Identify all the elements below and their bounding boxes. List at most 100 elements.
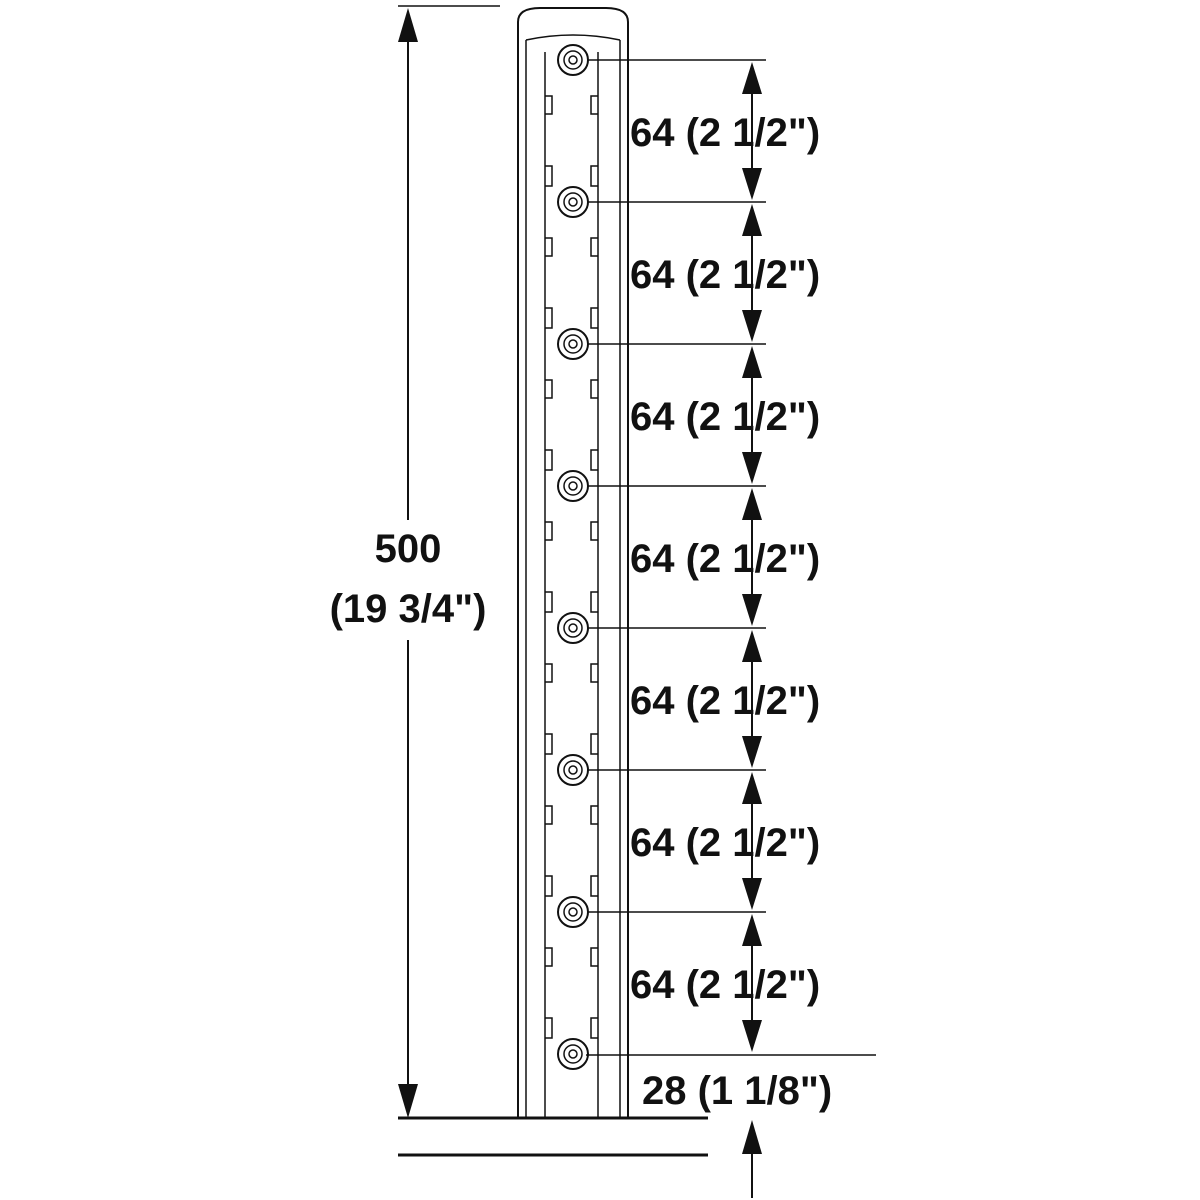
- post-outline: [517, 7, 629, 1118]
- arrow-down-icon: [742, 310, 762, 342]
- spacing-dimensions: 64 (2 1/2") 64 (2 1/2") 64 (2 1/2") 64 (2 1…: [588, 59, 820, 1052]
- hole-series: [545, 44, 598, 1070]
- mounting-hole: [557, 1038, 589, 1070]
- slot-right-notch: [590, 591, 598, 613]
- post-body: [517, 7, 629, 1118]
- slot-left-notch: [545, 521, 553, 541]
- slot-left-notch: [545, 733, 553, 755]
- hole-center: [568, 907, 578, 917]
- slot-right-notch: [590, 307, 598, 329]
- mounting-hole: [557, 328, 589, 360]
- hole-outer-ring: [557, 328, 589, 360]
- bottom-offset-label: 28 (1 1/8"): [642, 1069, 832, 1113]
- slot-left-notch: [545, 95, 553, 115]
- shelf-slot: [545, 379, 598, 471]
- spacing-label: 64 (2 1/2"): [630, 395, 820, 439]
- slot-left-notch: [545, 237, 553, 257]
- hole-inner-ring: [563, 760, 583, 780]
- shelf-slot: [545, 521, 598, 613]
- slot-left-notch: [545, 947, 553, 967]
- shelf-slot: [545, 237, 598, 329]
- hole-inner-ring: [563, 1044, 583, 1064]
- slot-left-notch: [545, 1017, 553, 1039]
- spacing-label: 64 (2 1/2"): [630, 679, 820, 723]
- slot-right-notch: [590, 663, 598, 683]
- slot-right-notch: [590, 521, 598, 541]
- arrow-down-icon: [742, 736, 762, 768]
- arrow-down-icon: [742, 878, 762, 910]
- slot-left-notch: [545, 307, 553, 329]
- arrow-up-icon: [742, 772, 762, 804]
- slot-right-notch: [590, 875, 598, 897]
- slot-right-notch: [590, 379, 598, 399]
- slot-left-notch: [545, 663, 553, 683]
- hole-outer-ring: [557, 470, 589, 502]
- overall-height-inch: (19 3/4"): [330, 587, 487, 631]
- arrow-down-icon: [742, 1020, 762, 1052]
- arrow-up-icon: [742, 914, 762, 946]
- hole-center: [568, 197, 578, 207]
- spacing-dimension: 64 (2 1/2"): [630, 488, 820, 626]
- label-backdrop: [330, 520, 480, 640]
- spacing-dimension: 64 (2 1/2"): [630, 772, 820, 910]
- spacing-dimension: 64 (2 1/2"): [630, 346, 820, 484]
- shelf-slot: [545, 95, 598, 187]
- slot-right-notch: [590, 449, 598, 471]
- mounting-hole: [557, 44, 589, 76]
- arrow-up-icon: [742, 488, 762, 520]
- hole-center: [568, 481, 578, 491]
- hole-inner-ring: [563, 618, 583, 638]
- arrow-up-icon: [742, 346, 762, 378]
- hole-center: [568, 765, 578, 775]
- bottom-offset-dimension: 28 (1 1/8"): [586, 1054, 876, 1198]
- hole-inner-ring: [563, 334, 583, 354]
- spacing-label: 64 (2 1/2"): [630, 111, 820, 155]
- hole-center: [568, 55, 578, 65]
- arrow-up-icon: [742, 630, 762, 662]
- overall-height-mm: 500: [375, 527, 442, 571]
- slot-right-notch: [590, 805, 598, 825]
- spacing-dimension: 64 (2 1/2"): [630, 630, 820, 768]
- hole-inner-ring: [563, 902, 583, 922]
- hole-inner-ring: [563, 50, 583, 70]
- spacing-label: 64 (2 1/2"): [630, 963, 820, 1007]
- slot-right-notch: [590, 1017, 598, 1039]
- spacing-label: 64 (2 1/2"): [630, 821, 820, 865]
- overall-height-dimension: 500 (19 3/4"): [330, 5, 500, 1118]
- post-cap-curve: [525, 34, 621, 41]
- spacing-dimension: 64 (2 1/2"): [630, 204, 820, 342]
- arrow-up-icon: [398, 8, 418, 42]
- slot-right-notch: [590, 95, 598, 115]
- slot-left-notch: [545, 591, 553, 613]
- hole-center: [568, 623, 578, 633]
- slot-left-notch: [545, 875, 553, 897]
- arrow-down-icon: [742, 452, 762, 484]
- arrow-up-icon: [742, 1120, 762, 1154]
- shelf-slot: [545, 663, 598, 755]
- slot-left-notch: [545, 379, 553, 399]
- spacing-dimension: 64 (2 1/2"): [630, 914, 820, 1052]
- mounting-hole: [557, 186, 589, 218]
- hole-outer-ring: [557, 186, 589, 218]
- hole-outer-ring: [557, 44, 589, 76]
- mounting-hole: [557, 754, 589, 786]
- shelf-slot: [545, 805, 598, 897]
- hole-outer-ring: [557, 754, 589, 786]
- arrow-up-icon: [742, 204, 762, 236]
- mounting-hole: [557, 896, 589, 928]
- slot-right-notch: [590, 165, 598, 187]
- slot-left-notch: [545, 449, 553, 471]
- slot-right-notch: [590, 947, 598, 967]
- shelf-slot: [545, 947, 598, 1039]
- slot-right-notch: [590, 733, 598, 755]
- hole-center: [568, 339, 578, 349]
- mounting-hole: [557, 470, 589, 502]
- arrow-down-icon: [742, 168, 762, 200]
- spacing-label: 64 (2 1/2"): [630, 537, 820, 581]
- arrow-down-icon: [742, 594, 762, 626]
- hole-outer-ring: [557, 896, 589, 928]
- hole-center: [568, 1049, 578, 1059]
- base-lines: [398, 1116, 708, 1157]
- mounting-hole: [557, 612, 589, 644]
